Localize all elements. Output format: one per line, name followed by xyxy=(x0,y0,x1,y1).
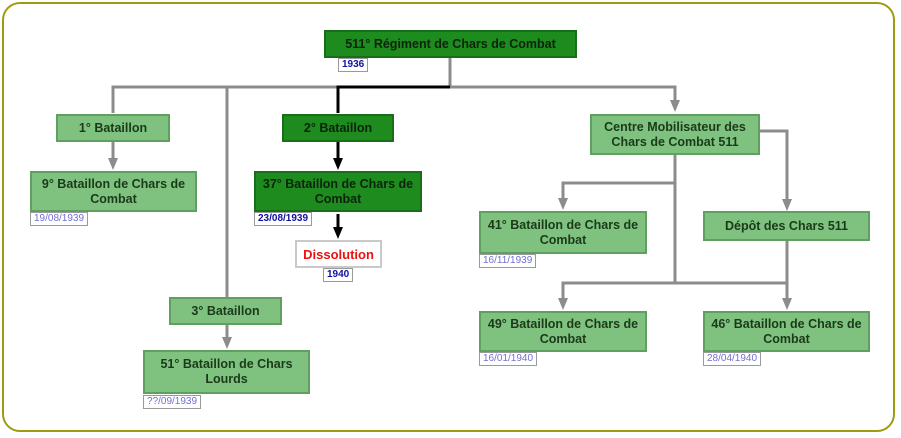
date-bcc41: 16/11/1939 xyxy=(479,254,537,268)
date-regiment: 1936 xyxy=(338,58,369,72)
date-bcc9: 19/08/1939 xyxy=(30,212,89,226)
node-regiment[interactable]: 511° Régiment de Chars de Combat xyxy=(324,30,577,58)
node-depot[interactable]: Dépôt des Chars 511 xyxy=(703,211,870,241)
date-bcc46: 28/04/1940 xyxy=(703,352,762,366)
link-cm511-depot xyxy=(760,129,792,211)
link-regiment-bat2 xyxy=(336,85,450,113)
node-bcc37[interactable]: 37° Bataillon de Chars de Combat xyxy=(254,171,422,212)
date-bcc51: ??/09/1939 xyxy=(143,395,202,409)
date-bcc37: 23/08/1939 xyxy=(254,212,313,226)
node-bcc49[interactable]: 49° Bataillon de Chars de Combat xyxy=(479,311,647,352)
link-bus-main xyxy=(111,56,452,113)
node-dissolution[interactable]: Dissolution xyxy=(295,240,382,268)
link-bus-cm511 xyxy=(450,85,680,112)
date-dissolution: 1940 xyxy=(323,268,354,282)
node-bat1[interactable]: 1° Bataillon xyxy=(56,114,170,142)
node-bcc9[interactable]: 9° Bataillon de Chars de Combat xyxy=(30,171,197,212)
link-cm511-bcc41 xyxy=(558,181,675,210)
node-bcc51[interactable]: 51° Bataillon de Chars Lourds xyxy=(143,350,310,394)
node-bcc46[interactable]: 46° Bataillon de Chars de Combat xyxy=(703,311,870,352)
node-bcc41[interactable]: 41° Bataillon de Chars de Combat xyxy=(479,211,647,254)
node-bat2[interactable]: 2° Bataillon xyxy=(282,114,394,142)
node-cm511[interactable]: Centre Mobilisateur des Chars de Combat … xyxy=(590,114,760,155)
node-bat3[interactable]: 3° Bataillon xyxy=(169,297,282,325)
date-bcc49: 16/01/1940 xyxy=(479,352,538,366)
link-bus-bcc49 xyxy=(558,241,789,310)
